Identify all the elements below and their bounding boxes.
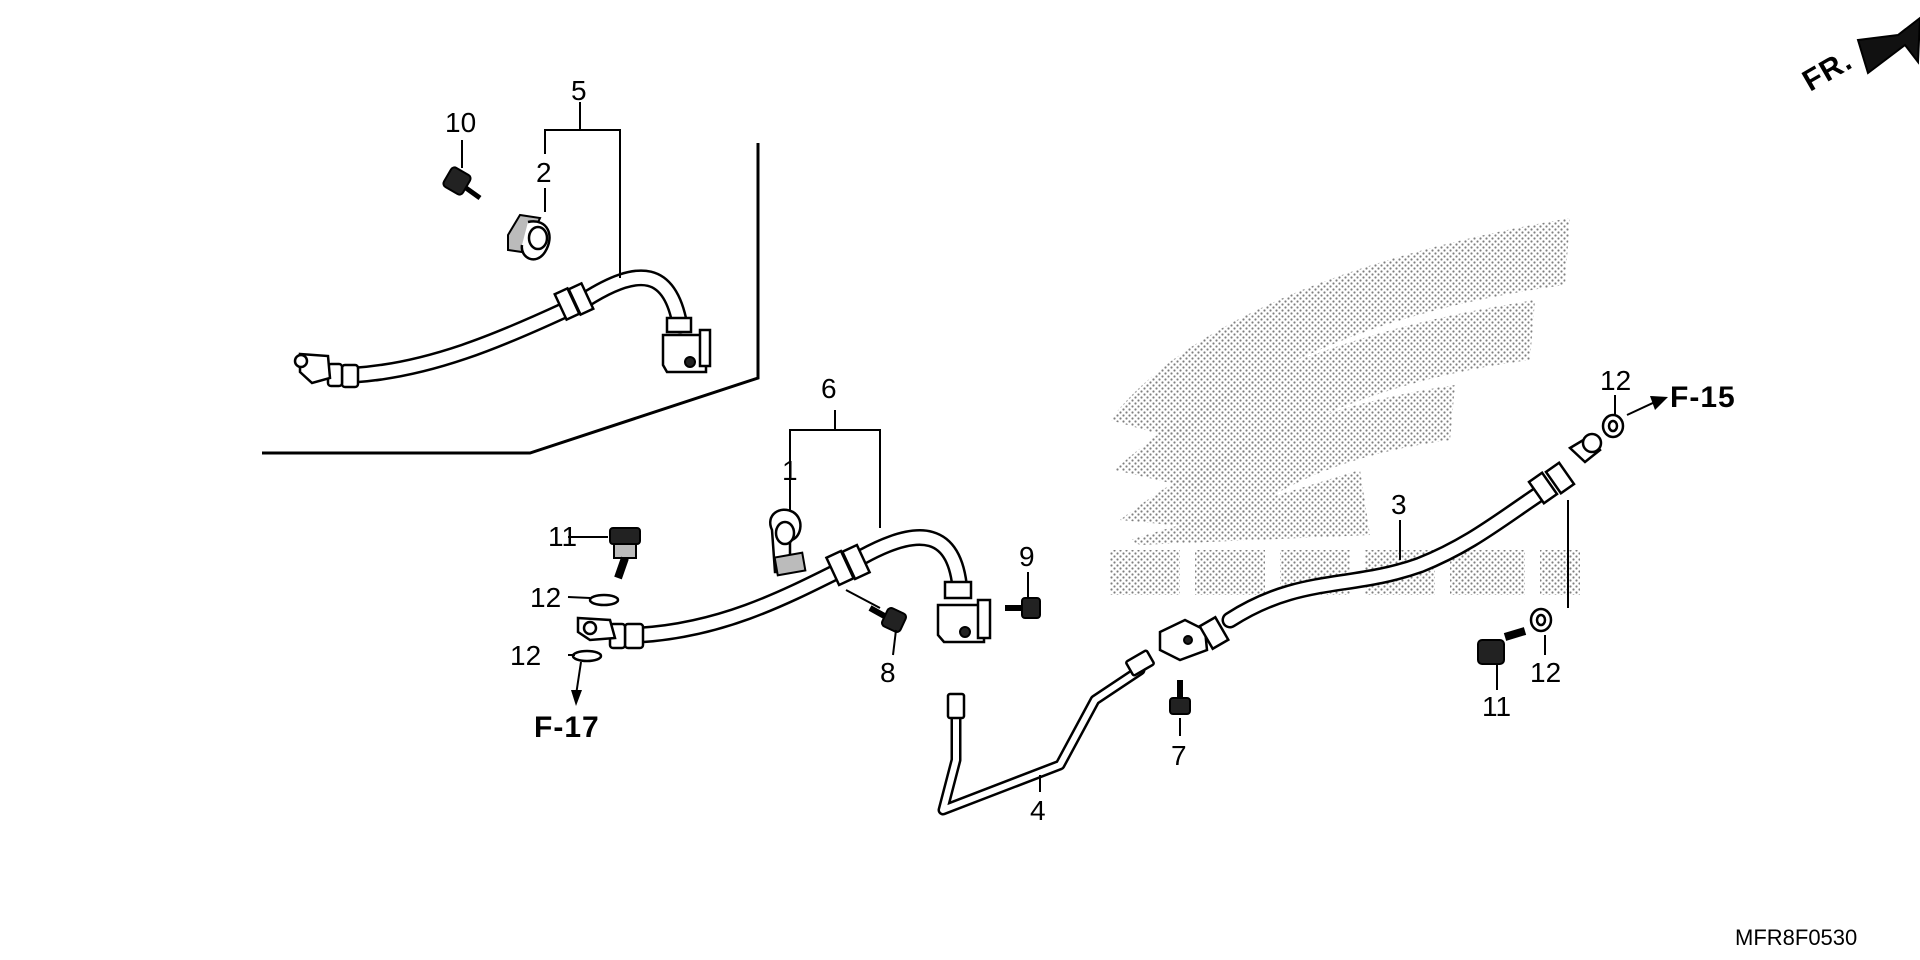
sealing-washer-12-a bbox=[588, 593, 620, 607]
hose-clamp-1 bbox=[769, 508, 807, 577]
reference-f15: F-15 bbox=[1670, 381, 1736, 414]
callout-6: 6 bbox=[821, 373, 837, 404]
callout-12-right: 12 bbox=[1530, 657, 1561, 688]
bolt-10 bbox=[442, 166, 482, 201]
callout-1: 1 bbox=[782, 455, 798, 486]
leader-lines bbox=[461, 102, 1668, 792]
callout-9: 9 bbox=[1019, 541, 1035, 572]
inset-frame bbox=[262, 143, 760, 455]
callout-11-right: 11 bbox=[1482, 691, 1511, 722]
callout-12-left-lower: 12 bbox=[510, 640, 541, 671]
honda-wing-watermark bbox=[1110, 218, 1580, 595]
diagram-code: MFR8F0530 bbox=[1735, 925, 1857, 950]
callout-11-left: 11 bbox=[548, 521, 577, 552]
callout-12-left-upper: 12 bbox=[530, 582, 561, 613]
brake-hose-assembly-5 bbox=[293, 269, 712, 389]
bolt-7 bbox=[1169, 680, 1191, 715]
callout-7: 7 bbox=[1171, 740, 1187, 771]
callout-2: 2 bbox=[536, 157, 552, 188]
banjo-bolt-11-right bbox=[1477, 627, 1527, 665]
callout-3: 3 bbox=[1391, 489, 1407, 520]
bolt-9 bbox=[1005, 597, 1041, 619]
sealing-washer-12-b bbox=[571, 649, 603, 663]
brake-pipe-4 bbox=[937, 649, 1155, 816]
brake-hose-3 bbox=[1158, 432, 1603, 662]
reference-f17: F-17 bbox=[534, 711, 600, 744]
hose-clamp-2 bbox=[507, 213, 551, 261]
callout-12-top-right: 12 bbox=[1600, 365, 1631, 396]
callout-5: 5 bbox=[571, 75, 587, 106]
banjo-bolt-11-left bbox=[609, 527, 641, 580]
brake-hose-assembly-6 bbox=[608, 529, 992, 650]
callout-labels: 10 5 2 6 1 9 8 7 4 3 12 11 12 12 11 12 bbox=[445, 75, 1631, 826]
banjo-fitting-left bbox=[576, 616, 617, 642]
callout-8: 8 bbox=[880, 657, 896, 688]
front-direction-indicator: FR. bbox=[1797, 16, 1920, 98]
front-direction-label: FR. bbox=[1797, 44, 1858, 98]
callout-10: 10 bbox=[445, 107, 476, 138]
bolt-8 bbox=[868, 605, 907, 633]
callout-4: 4 bbox=[1030, 795, 1046, 826]
